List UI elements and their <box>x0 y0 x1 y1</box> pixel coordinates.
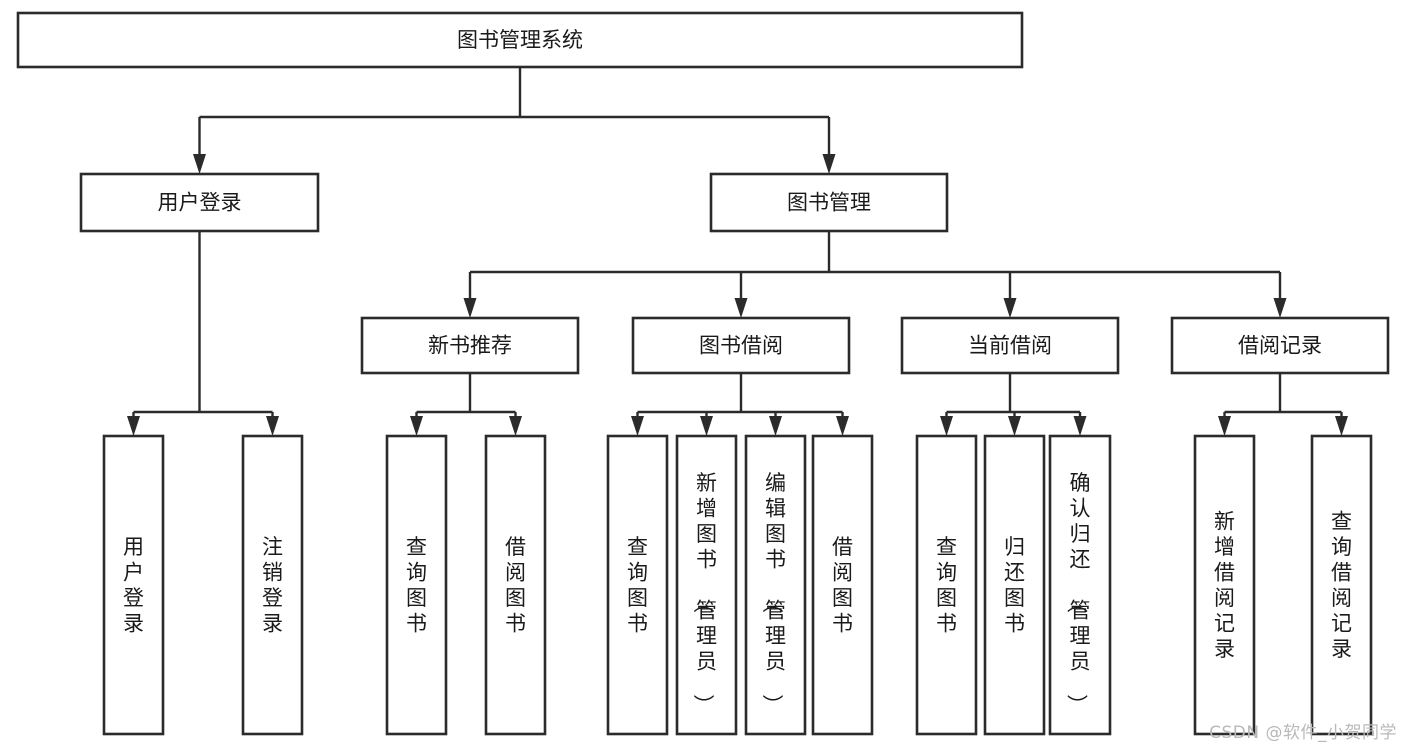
node-leaf-rec-1[interactable]: 新增借阅记录 <box>1193 434 1256 736</box>
node-label-root: 图书管理系统 <box>457 28 583 52</box>
node-box-leaf-bor-4 <box>811 434 874 736</box>
node-box-leaf-rec-1 <box>1193 434 1256 736</box>
node-box-bookmgmt <box>709 172 949 233</box>
node-box-login <box>79 172 320 233</box>
node-label-leaf-new-1: 查询图书 <box>406 535 427 636</box>
node-box-leaf-login-1 <box>102 434 165 736</box>
node-box-leaf-login-2 <box>241 434 304 736</box>
node-current[interactable]: 当前借阅 <box>900 316 1120 375</box>
node-label-leaf-rec-2: 查询借阅记录 <box>1331 509 1352 661</box>
node-label-records: 借阅记录 <box>1238 334 1322 358</box>
node-label-leaf-bor-1: 查询图书 <box>627 535 648 636</box>
node-login[interactable]: 用户登录 <box>79 172 320 233</box>
node-label-newbook: 新书推荐 <box>428 334 512 358</box>
node-box-leaf-bor-3 <box>744 434 807 736</box>
node-leaf-login-1[interactable]: 用户登录 <box>102 434 165 736</box>
node-box-leaf-new-2 <box>484 434 547 736</box>
node-label-bookmgmt: 图书管理 <box>787 191 871 215</box>
node-label-leaf-cur-2: 归还图书 <box>1004 535 1025 636</box>
node-label-current: 当前借阅 <box>968 334 1052 358</box>
node-box-leaf-cur-1 <box>915 434 978 736</box>
node-box-leaf-cur-3 <box>1048 434 1112 736</box>
node-leaf-bor-3[interactable]: 编辑图书（管理员） <box>744 434 807 736</box>
node-box-root <box>16 11 1024 69</box>
node-leaf-new-2[interactable]: 借阅图书 <box>484 434 547 736</box>
node-leaf-bor-2[interactable]: 新增图书（管理员） <box>675 434 738 736</box>
node-leaf-new-1[interactable]: 查询图书 <box>385 434 448 736</box>
node-box-records <box>1170 316 1390 375</box>
node-label-leaf-cur-1: 查询图书 <box>936 535 957 636</box>
node-leaf-cur-3[interactable]: 确认归还（管理员） <box>1048 434 1112 736</box>
node-newbook[interactable]: 新书推荐 <box>360 316 580 375</box>
node-label-leaf-login-2: 注销登录 <box>262 535 283 636</box>
node-leaf-bor-1[interactable]: 查询图书 <box>606 434 669 736</box>
node-leaf-cur-2[interactable]: 归还图书 <box>983 434 1046 736</box>
node-root[interactable]: 图书管理系统 <box>16 11 1024 69</box>
node-label-leaf-rec-1: 新增借阅记录 <box>1214 509 1235 661</box>
node-bookmgmt[interactable]: 图书管理 <box>709 172 949 233</box>
node-label-leaf-cur-3: 确认归还（管理员） <box>1065 471 1091 715</box>
node-leaf-rec-2[interactable]: 查询借阅记录 <box>1310 434 1373 736</box>
node-leaf-bor-4[interactable]: 借阅图书 <box>811 434 874 736</box>
node-records[interactable]: 借阅记录 <box>1170 316 1390 375</box>
node-box-leaf-cur-2 <box>983 434 1046 736</box>
node-box-leaf-new-1 <box>385 434 448 736</box>
nodes-layer: 图书管理系统用户登录图书管理新书推荐图书借阅当前借阅借阅记录用户登录注销登录查询… <box>16 11 1390 736</box>
node-label-leaf-bor-4: 借阅图书 <box>832 535 853 636</box>
node-box-leaf-bor-2 <box>675 434 738 736</box>
node-label-leaf-bor-2: 新增图书（管理员） <box>691 471 717 715</box>
node-leaf-cur-1[interactable]: 查询图书 <box>915 434 978 736</box>
node-leaf-login-2[interactable]: 注销登录 <box>241 434 304 736</box>
node-label-leaf-new-2: 借阅图书 <box>505 535 526 636</box>
node-box-borrow <box>631 316 851 375</box>
node-label-borrow: 图书借阅 <box>699 334 783 358</box>
node-box-current <box>900 316 1120 375</box>
node-box-newbook <box>360 316 580 375</box>
node-box-leaf-bor-1 <box>606 434 669 736</box>
node-borrow[interactable]: 图书借阅 <box>631 316 851 375</box>
node-label-leaf-bor-3: 编辑图书（管理员） <box>760 471 786 715</box>
node-label-login: 用户登录 <box>158 191 242 215</box>
node-box-leaf-rec-2 <box>1310 434 1373 736</box>
edges-layer <box>127 67 1348 436</box>
node-label-leaf-login-1: 用户登录 <box>123 535 144 636</box>
